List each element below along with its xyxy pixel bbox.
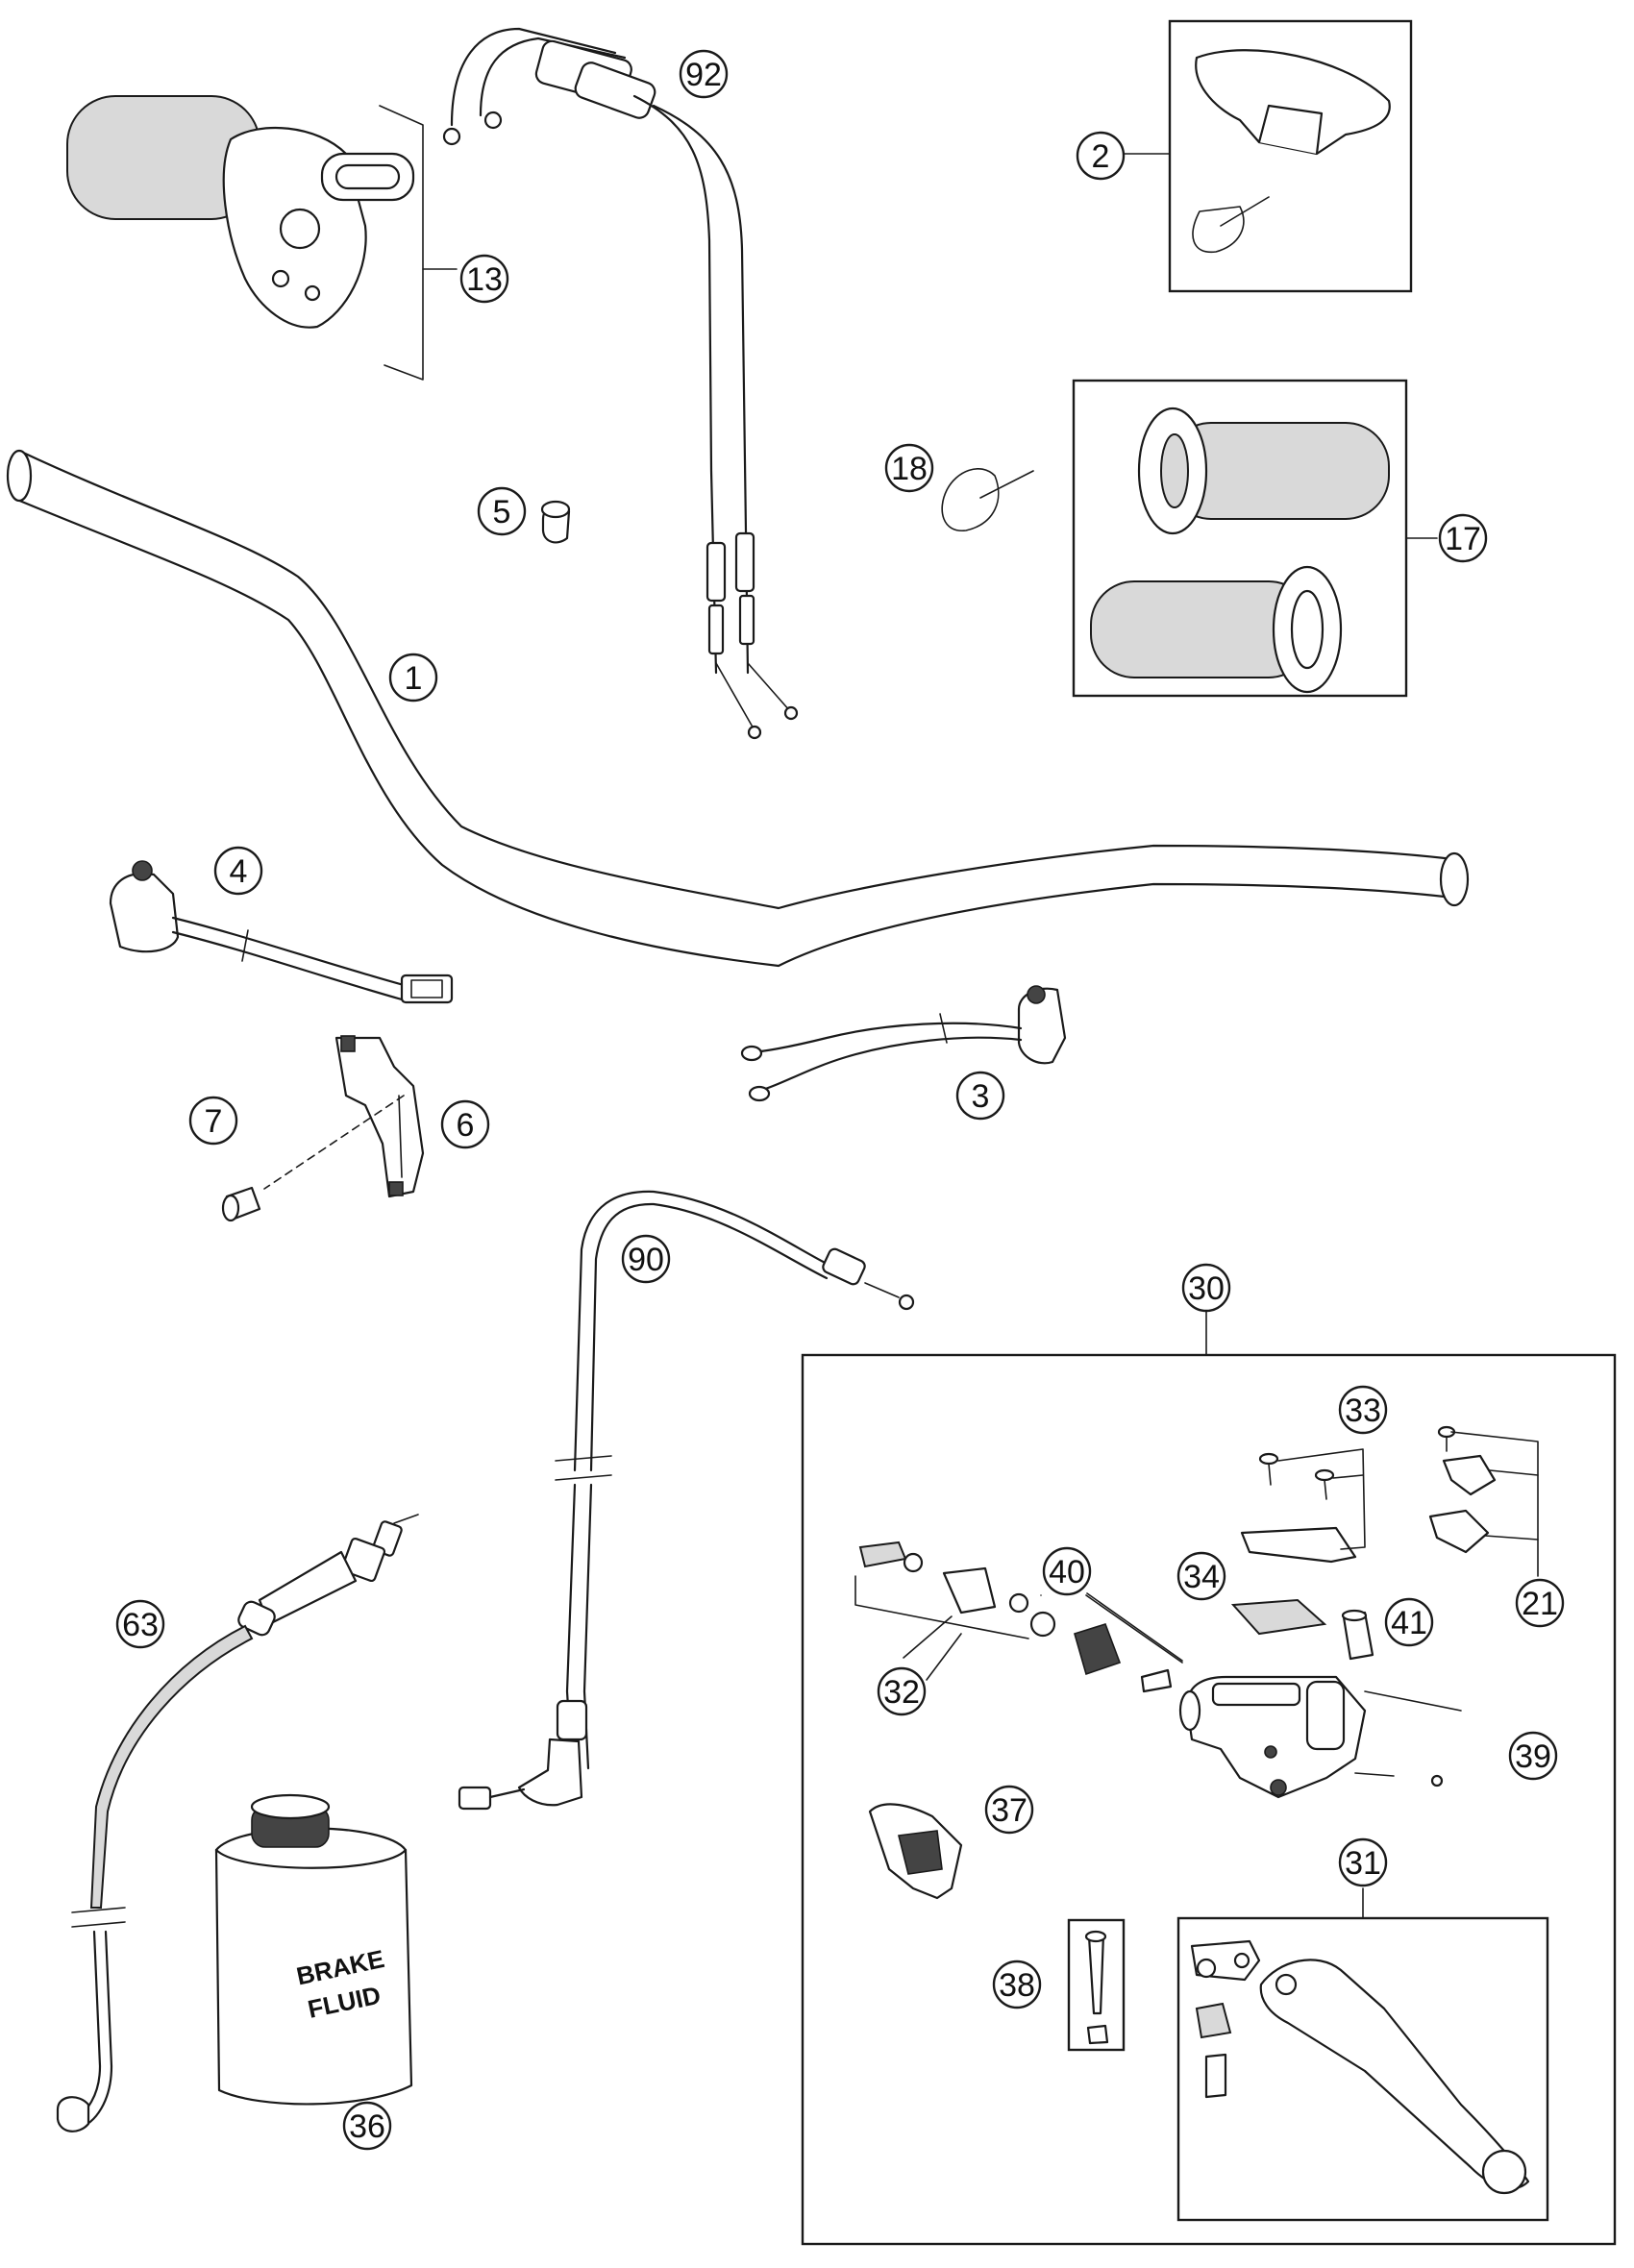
svg-text:30: 30 <box>1188 1270 1225 1307</box>
callout-37: 37 <box>984 1785 1034 1835</box>
callout-41: 41 <box>1384 1597 1434 1647</box>
switch-bracket <box>221 1035 425 1222</box>
master-cylinder-box <box>801 1311 1617 2246</box>
dust-boot <box>1074 1594 1183 1693</box>
callout-18: 18 <box>884 443 934 493</box>
pin-set-box <box>1067 1918 1126 2052</box>
callout-2: 2 <box>1076 131 1126 181</box>
callout-21: 21 <box>1515 1578 1565 1628</box>
svg-text:17: 17 <box>1445 521 1481 557</box>
diaphragm <box>1230 1598 1327 1636</box>
svg-text:39: 39 <box>1515 1738 1551 1775</box>
reservoir-cover <box>1240 1448 1366 1564</box>
brake-lever-box <box>1176 1887 1549 2222</box>
brake-line <box>56 1514 419 2132</box>
callout-1: 1 <box>388 653 438 703</box>
callout-90: 90 <box>621 1234 671 1284</box>
svg-text:92: 92 <box>685 57 722 93</box>
throttle-cables <box>442 27 799 740</box>
brake-fluid-bottle: BRAKE FLUID <box>214 1793 413 2106</box>
clutch-cable <box>458 1190 915 1811</box>
callout-34: 34 <box>1176 1551 1226 1601</box>
callout-leaders <box>926 1592 1183 1681</box>
svg-text:90: 90 <box>628 1242 664 1278</box>
grip-set-box <box>1072 379 1408 698</box>
svg-text:7: 7 <box>205 1103 223 1140</box>
svg-text:38: 38 <box>999 1967 1035 2004</box>
leader-lines <box>422 153 1438 539</box>
callout-31: 31 <box>1338 1837 1388 1887</box>
svg-text:1: 1 <box>405 660 423 697</box>
callout-33: 33 <box>1338 1385 1388 1435</box>
callout-7: 7 <box>188 1096 238 1146</box>
adjuster-parts <box>1428 1425 1539 1577</box>
callout-6: 6 <box>440 1099 490 1149</box>
callout-92: 92 <box>679 49 729 99</box>
callout-17: 17 <box>1438 513 1488 563</box>
grip-cover-box <box>1168 19 1413 293</box>
svg-text:40: 40 <box>1049 1554 1085 1590</box>
svg-text:41: 41 <box>1391 1605 1427 1641</box>
start-button <box>740 985 1067 1102</box>
svg-text:63: 63 <box>122 1607 159 1643</box>
handlebar <box>6 449 1470 968</box>
callout-13: 13 <box>459 254 509 304</box>
master-cylinder-body <box>1178 1675 1462 1799</box>
sleeve <box>1341 1609 1374 1661</box>
svg-text:13: 13 <box>466 261 503 298</box>
callouts: 92 13 2 18 17 5 1 4 3 7 6 90 30 33 21 63… <box>115 49 1565 2151</box>
callout-32: 32 <box>877 1666 927 1716</box>
svg-text:2: 2 <box>1092 138 1110 175</box>
callout-40: 40 <box>1042 1546 1092 1596</box>
callout-30: 30 <box>1181 1263 1231 1313</box>
svg-text:31: 31 <box>1345 1845 1381 1882</box>
svg-text:36: 36 <box>349 2108 385 2145</box>
callout-5: 5 <box>477 486 527 536</box>
svg-text:33: 33 <box>1345 1393 1381 1429</box>
lever-cover <box>868 1803 963 1900</box>
svg-text:4: 4 <box>230 853 248 890</box>
svg-text:37: 37 <box>991 1792 1027 1829</box>
callout-38: 38 <box>992 1960 1042 2009</box>
callout-3: 3 <box>955 1071 1005 1121</box>
svg-text:3: 3 <box>972 1078 990 1115</box>
piston-set <box>854 1541 1056 1659</box>
svg-text:32: 32 <box>883 1674 920 1711</box>
svg-text:6: 6 <box>457 1107 475 1144</box>
svg-text:21: 21 <box>1522 1586 1558 1622</box>
throttle-grip <box>66 95 424 381</box>
svg-text:18: 18 <box>891 451 928 487</box>
tie-strap <box>941 467 1034 531</box>
callout-36: 36 <box>342 2101 392 2151</box>
kill-switch <box>109 860 454 1004</box>
svg-text:34: 34 <box>1183 1559 1220 1595</box>
cable-clip <box>540 500 571 544</box>
callout-39: 39 <box>1508 1731 1558 1781</box>
callout-4: 4 <box>213 846 263 896</box>
svg-text:5: 5 <box>493 494 511 530</box>
callout-63: 63 <box>115 1599 165 1649</box>
